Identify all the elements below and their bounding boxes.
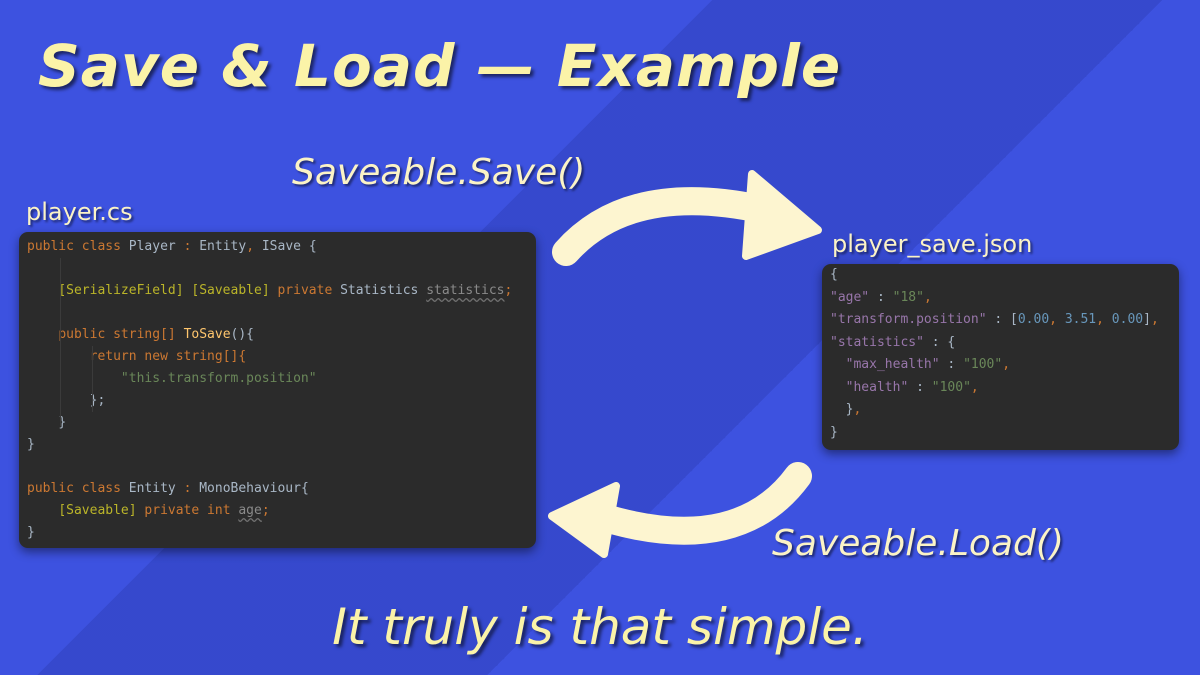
code-token: Player: [128, 239, 176, 254]
code-token: statistics: [426, 283, 505, 298]
code-token: };: [89, 393, 106, 408]
code-token: class: [81, 481, 121, 496]
csharp-code: public class Player : Entity, ISave { [S…: [19, 232, 536, 544]
json-token: 0.00: [1017, 312, 1050, 327]
save-arrow-icon: [552, 170, 822, 266]
code-token: class: [81, 239, 121, 254]
json-token: "transform.position": [830, 312, 987, 327]
code-token: private: [144, 503, 200, 518]
json-token: "100": [931, 379, 971, 395]
code-token: ISave: [261, 239, 301, 254]
code-token: return: [89, 349, 137, 364]
code-token: public: [27, 239, 74, 254]
json-token: "max_health": [845, 357, 940, 372]
json-save-panel: { "age" : "18", "transform.position" : […: [822, 264, 1179, 450]
load-call-label: Saveable.Load(): [772, 523, 1064, 564]
code-token: int: [207, 503, 231, 518]
json-token: 3.51: [1064, 312, 1097, 327]
json-code: { "age" : "18", "transform.position" : […: [830, 267, 1159, 440]
code-token: Entity: [199, 239, 247, 254]
indent-guide: [60, 258, 61, 426]
code-token: new: [144, 349, 168, 364]
code-token: (){: [230, 327, 255, 342]
code-token: }: [27, 525, 35, 540]
code-token: :: [183, 239, 192, 254]
json-token: 0.00: [1111, 312, 1144, 327]
code-token: [Saveable]: [58, 503, 137, 518]
code-token: MonoBehaviour{: [199, 481, 309, 496]
code-token: ToSave: [183, 327, 231, 342]
code-token: ;: [261, 503, 270, 518]
code-token: private: [277, 283, 333, 298]
csharp-code-panel: public class Player : Entity, ISave { [S…: [19, 232, 536, 548]
json-token: {: [830, 267, 838, 282]
code-token: ,: [246, 239, 255, 254]
code-token: public: [27, 481, 74, 496]
right-file-label: player_save.json: [832, 230, 1033, 258]
json-token: "statistics": [830, 334, 924, 350]
code-token: }: [58, 415, 67, 430]
json-token: "health": [845, 379, 909, 395]
code-token: "this.transform.position": [120, 371, 317, 386]
json-token: "100": [963, 357, 1003, 372]
code-token: :: [183, 481, 192, 496]
code-token: ;: [504, 283, 513, 298]
json-token: }: [845, 402, 854, 417]
code-token: string[]{: [175, 349, 247, 364]
footer-tagline: It truly is that simple.: [332, 598, 868, 656]
load-arrow-icon: [548, 462, 812, 558]
code-token: Entity: [128, 481, 176, 496]
code-token: age: [238, 503, 262, 518]
save-call-label: Saveable.Save(): [292, 152, 586, 193]
code-token: {: [308, 239, 317, 254]
code-token: [Saveable]: [191, 283, 270, 298]
code-token: string[]: [113, 327, 176, 342]
indent-guide: [92, 346, 93, 412]
page-title: Save & Load — Example: [38, 32, 842, 100]
code-token: [SerializeField]: [58, 283, 184, 298]
code-token: }: [27, 437, 35, 452]
json-token: }: [830, 424, 838, 440]
json-token: "age": [830, 289, 870, 305]
code-token: Statistics: [340, 283, 419, 298]
code-token: public: [58, 327, 106, 342]
json-token: "18": [892, 289, 924, 305]
left-file-label: player.cs: [26, 198, 133, 226]
